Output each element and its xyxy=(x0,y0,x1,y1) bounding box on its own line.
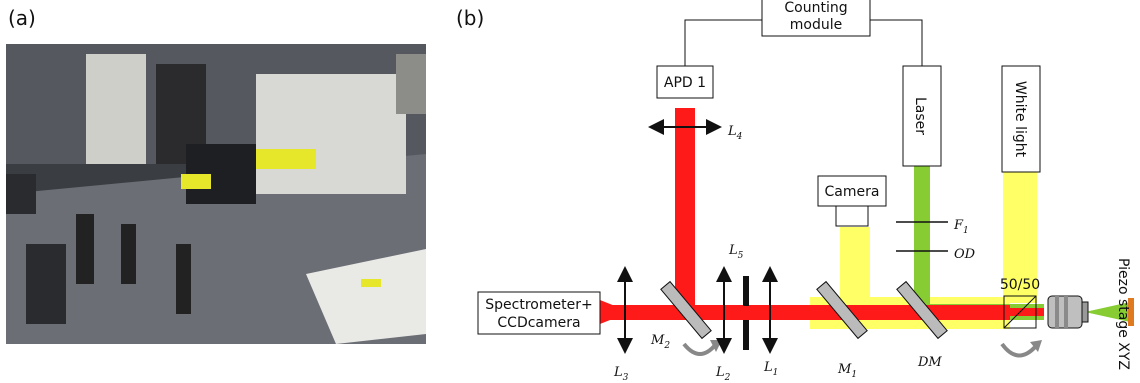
camera-box xyxy=(817,175,887,207)
dichroic-mirror xyxy=(896,280,948,340)
counting-module-label-1: Counting xyxy=(784,0,847,16)
counting-module-label-2: module xyxy=(790,17,842,33)
rotation-arrow-m2 xyxy=(682,342,718,356)
counting-module-box xyxy=(761,0,871,37)
objective-lens xyxy=(1047,295,1089,329)
laser-label: Laser xyxy=(912,97,928,135)
laser-box xyxy=(902,65,942,167)
beamsplitter-label: 50/50 xyxy=(1000,277,1040,293)
label-l4: L4 xyxy=(727,124,743,142)
mirror-m1 xyxy=(816,280,868,340)
pinhole-lower xyxy=(743,320,749,350)
white-light-box xyxy=(1001,65,1041,173)
apd-label: APD 1 xyxy=(664,75,706,91)
white-light-label: White light xyxy=(1012,81,1028,158)
spectrometer-label-1: Spectrometer+ xyxy=(485,297,592,313)
spectrometer-box xyxy=(477,291,601,335)
spectrometer-label-2: CCDcamera xyxy=(497,315,580,331)
label-l2: L2 xyxy=(715,365,731,383)
label-m1: M1 xyxy=(837,362,857,380)
label-od: OD xyxy=(954,247,976,262)
rotation-arrow-beamsplitter xyxy=(1000,342,1038,358)
label-dm: DM xyxy=(917,355,942,370)
red-signal-beam xyxy=(600,82,1044,324)
label-l1: L1 xyxy=(763,360,778,378)
label-l3: L3 xyxy=(613,365,629,383)
piezo-stage-label: Piezo stage XYZ xyxy=(1115,258,1131,370)
piezo-stage xyxy=(1128,298,1134,326)
camera-lens xyxy=(835,205,869,227)
lab-setup-photo xyxy=(6,44,426,344)
beamsplitter-cube xyxy=(1003,295,1037,329)
wire-laser-counting xyxy=(870,19,923,66)
mirror-m2 xyxy=(660,280,712,340)
camera-label: Camera xyxy=(825,184,880,200)
label-f1: F1 xyxy=(953,218,969,236)
label-l5: L5 xyxy=(728,243,744,261)
apd-box xyxy=(656,65,714,99)
panel-label-a: (a) xyxy=(8,6,36,30)
panel-label-b: (b) xyxy=(456,6,485,30)
label-m2: M2 xyxy=(650,333,670,351)
pinhole-upper xyxy=(743,276,749,306)
wire-apd-counting xyxy=(684,19,762,66)
